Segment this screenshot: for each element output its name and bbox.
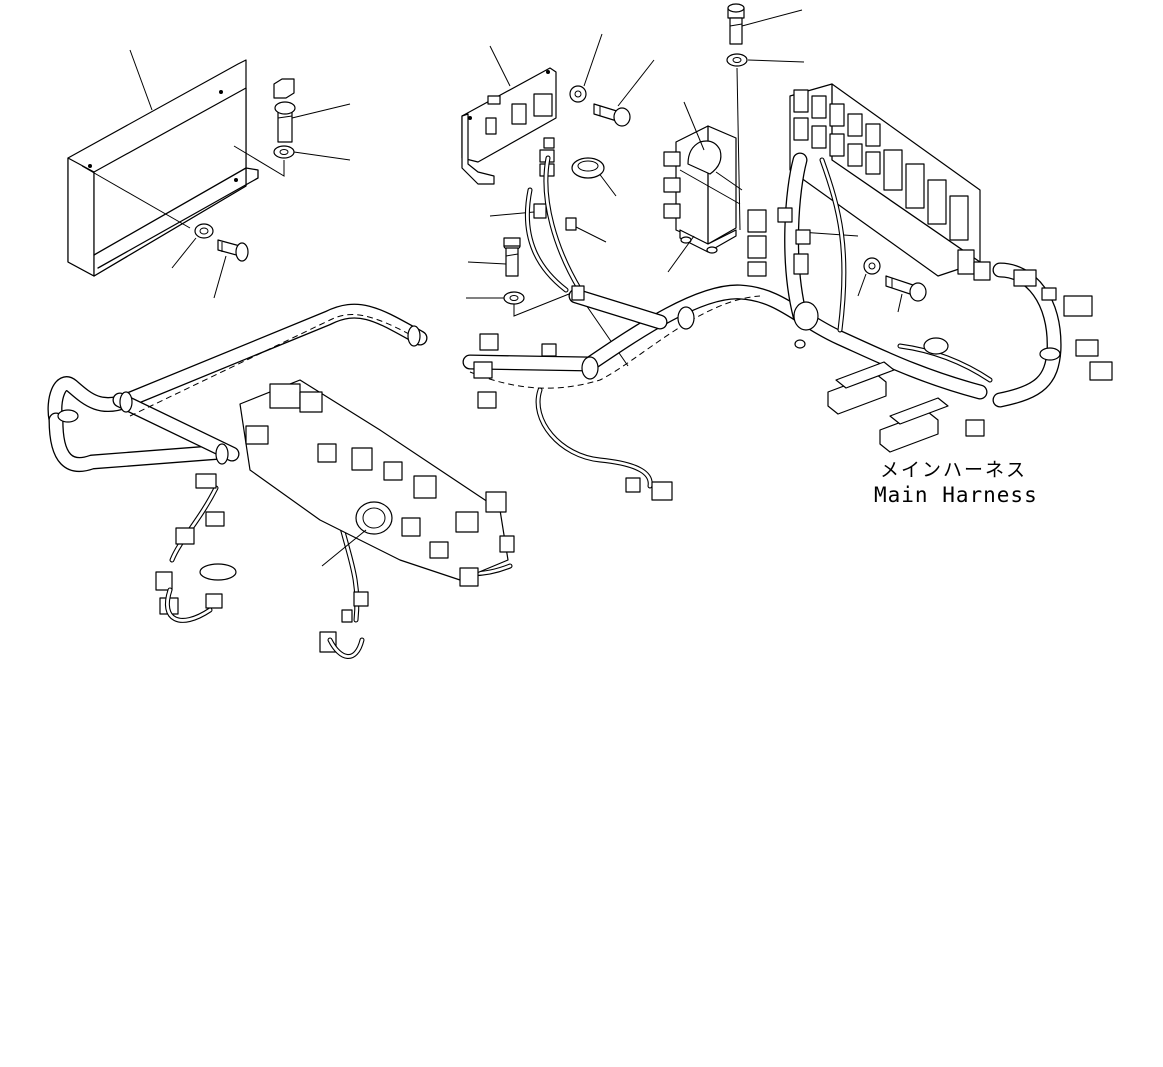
harness-assembly-left bbox=[155, 379, 515, 659]
alignment-line bbox=[81, 165, 191, 229]
main-harness-label-jp: メインハーネス bbox=[880, 459, 1027, 481]
leader-grommet bbox=[321, 529, 367, 567]
leader-lines-right bbox=[857, 273, 903, 313]
grommet bbox=[571, 157, 605, 179]
leader-lines-bracket bbox=[489, 33, 655, 243]
bracket bbox=[461, 67, 557, 185]
leader-lines-topright bbox=[736, 9, 859, 237]
leader-lines-cover bbox=[129, 49, 351, 299]
main-harness bbox=[47, 152, 1062, 473]
relay-block bbox=[789, 83, 991, 281]
connector-plugs-right bbox=[827, 269, 1113, 453]
bolt-top-right bbox=[727, 3, 745, 45]
washer-cover-bottom bbox=[194, 223, 214, 239]
leader-bracket bbox=[233, 145, 285, 177]
washer-bracket bbox=[569, 85, 587, 103]
wire-clip-small bbox=[533, 203, 577, 231]
bolt-right bbox=[885, 275, 927, 302]
fuse-box bbox=[663, 125, 741, 254]
bolt-bracket bbox=[593, 103, 631, 127]
washer-right bbox=[863, 257, 881, 275]
cover-plate bbox=[67, 59, 259, 277]
leader-lines-middle bbox=[466, 261, 629, 367]
bolt-cover-bottom bbox=[217, 239, 249, 262]
bolt-cover-top bbox=[273, 78, 296, 143]
main-harness-label-en: Main Harness bbox=[874, 483, 1038, 507]
washer-middle bbox=[503, 291, 525, 305]
washer-top-right bbox=[726, 53, 748, 67]
washer-cover-top bbox=[273, 145, 295, 159]
bolt-middle bbox=[503, 237, 521, 277]
connector-cluster-center bbox=[473, 285, 673, 501]
leader-lines-fusebox bbox=[667, 101, 743, 273]
connector-cluster-fusebox bbox=[747, 207, 811, 277]
